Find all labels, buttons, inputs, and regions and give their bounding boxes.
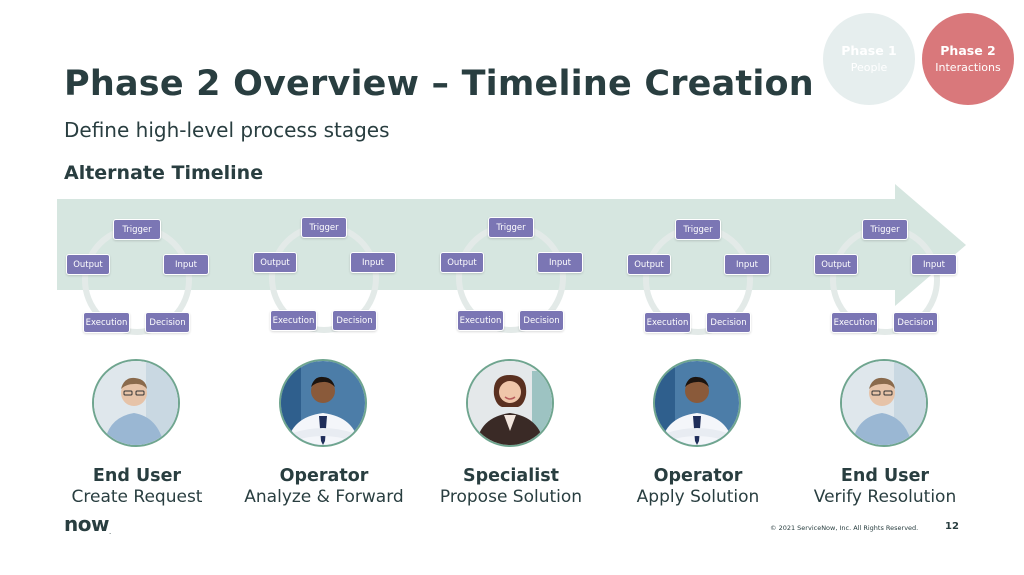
cycle-3-input: Input: [537, 252, 583, 273]
cycle-4-trigger: Trigger: [675, 219, 721, 240]
stage-4-action: Apply Solution: [636, 487, 760, 507]
cycle-5-decision: Decision: [893, 312, 938, 333]
cycle-3-decision: Decision: [519, 310, 564, 331]
stage-5-action: Verify Resolution: [813, 487, 957, 507]
cycle-2-decision: Decision: [332, 310, 377, 331]
cycle-4-input: Input: [724, 254, 770, 275]
cycle-1-decision: Decision: [145, 312, 190, 333]
cycle-4-decision: Decision: [706, 312, 751, 333]
avatar-end-user: [92, 359, 180, 447]
cycle-1-execution: Execution: [83, 312, 130, 333]
cycle-5-execution: Execution: [831, 312, 878, 333]
page-number: 12: [945, 521, 959, 532]
phase-1-subtitle: People: [850, 61, 888, 74]
phase-1-title: Phase 1: [841, 43, 897, 58]
phase-2-subtitle: Interactions: [935, 61, 1001, 74]
stage-1-action: Create Request: [71, 487, 203, 507]
timeline-arrow: [57, 184, 966, 306]
logo-text: now: [64, 512, 109, 536]
cycle-3-trigger: Trigger: [488, 217, 534, 238]
cycle-2-trigger: Trigger: [301, 217, 347, 238]
woman-suit-photo-icon: [468, 361, 552, 445]
cycle-2-execution: Execution: [270, 310, 317, 331]
man-tie-photo-icon: [655, 361, 739, 445]
phase-1-circle[interactable]: Phase 1 People: [823, 13, 915, 105]
avatar-operator-1: [279, 359, 367, 447]
stage-5-role: End User: [840, 466, 930, 486]
cycle-4-execution: Execution: [644, 312, 691, 333]
stage-2-action: Analyze & Forward: [244, 487, 404, 507]
avatar-end-user-2: [840, 359, 928, 447]
avatar-operator-2: [653, 359, 741, 447]
servicenow-logo: now.: [64, 512, 111, 536]
slide-title: Phase 2 Overview – Timeline Creation: [64, 64, 814, 104]
copyright-text: © 2021 ServiceNow, Inc. All Rights Reser…: [770, 524, 919, 532]
cycle-1-output: Output: [66, 254, 110, 275]
man-casual-photo-icon: [842, 361, 926, 445]
logo-mark: .: [108, 528, 111, 536]
cycle-3-output: Output: [440, 252, 484, 273]
cycle-3-execution: Execution: [457, 310, 504, 331]
man-tie-photo-icon: [281, 361, 365, 445]
cycle-5-trigger: Trigger: [862, 219, 908, 240]
stage-1-role: End User: [92, 466, 182, 486]
cycle-2-input: Input: [350, 252, 396, 273]
avatar-specialist: [466, 359, 554, 447]
cycle-5-input: Input: [911, 254, 957, 275]
phase-2-title: Phase 2: [940, 43, 996, 58]
phase-2-circle[interactable]: Phase 2 Interactions: [922, 13, 1014, 105]
cycle-4-output: Output: [627, 254, 671, 275]
cycle-5-output: Output: [814, 254, 858, 275]
man-casual-photo-icon: [94, 361, 178, 445]
stage-3-action: Propose Solution: [439, 487, 583, 507]
stage-2-role: Operator: [279, 466, 369, 486]
cycle-2-output: Output: [253, 252, 297, 273]
section-label: Alternate Timeline: [64, 162, 264, 184]
slide-subtitle: Define high-level process stages: [64, 118, 390, 142]
stage-4-role: Operator: [653, 466, 743, 486]
stage-3-role: Specialist: [463, 466, 559, 486]
cycle-1-trigger: Trigger: [113, 219, 161, 240]
cycle-1-input: Input: [163, 254, 209, 275]
